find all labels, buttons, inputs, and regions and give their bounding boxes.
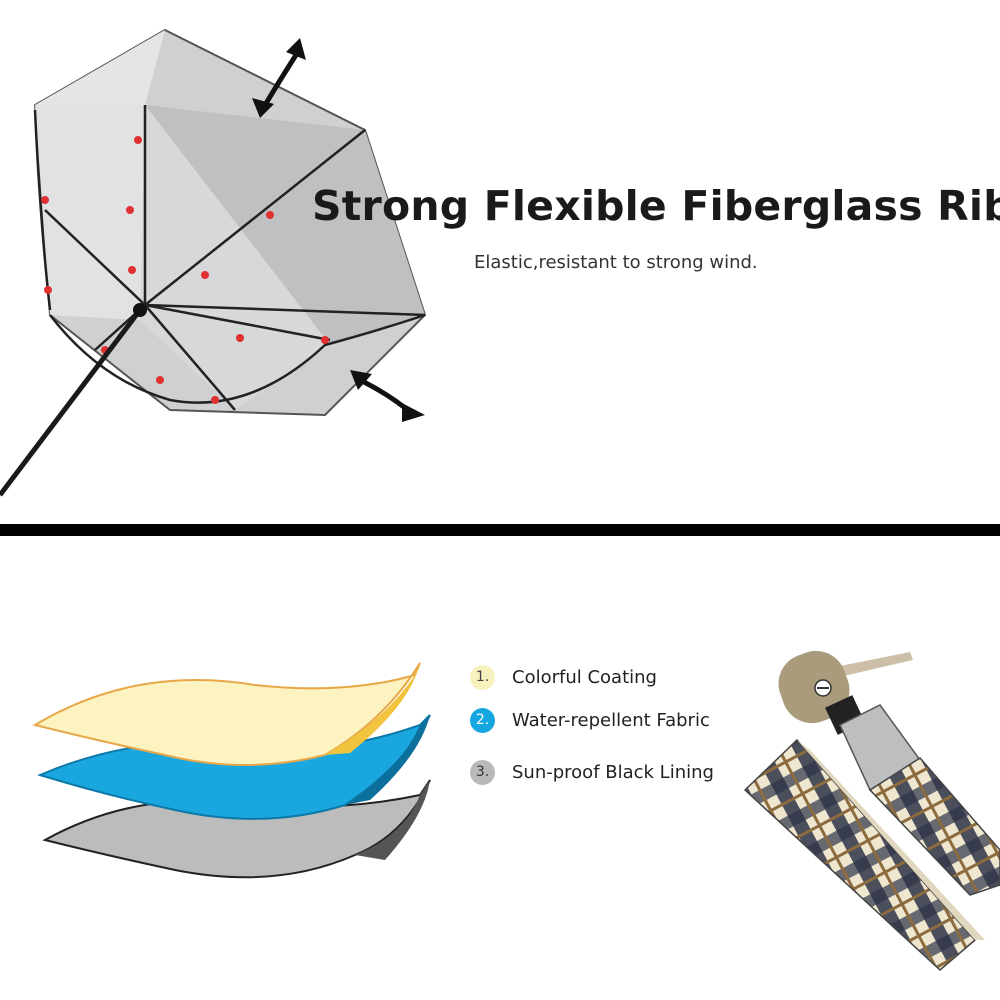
inverted-umbrella-image: [0, 28, 427, 497]
layer-item-lining: 3. Sun-proof Black Lining: [470, 759, 714, 785]
layer-label: Sun-proof Black Lining: [512, 761, 714, 783]
headline: Strong Flexible Fiberglass Ribs: [312, 182, 1000, 230]
double-arrow-icon: [252, 38, 306, 118]
layer-label: Water-repellent Fabric: [512, 709, 710, 731]
layer-number-badge: 1.: [470, 664, 495, 690]
section-divider: [0, 524, 1000, 536]
subline: Elastic,resistant to strong wind.: [474, 252, 758, 273]
folded-umbrella-image: [743, 650, 1000, 972]
layer-number-badge: 2.: [470, 707, 495, 733]
layer-label: Colorful Coating: [512, 666, 657, 688]
fabric-layers-image: [32, 662, 431, 879]
double-arrow-icon: [350, 370, 425, 422]
layer-item-coating: 1. Colorful Coating: [470, 664, 657, 690]
layer-number-badge: 3.: [470, 759, 495, 785]
layer-item-fabric: 2. Water-repellent Fabric: [470, 707, 710, 733]
